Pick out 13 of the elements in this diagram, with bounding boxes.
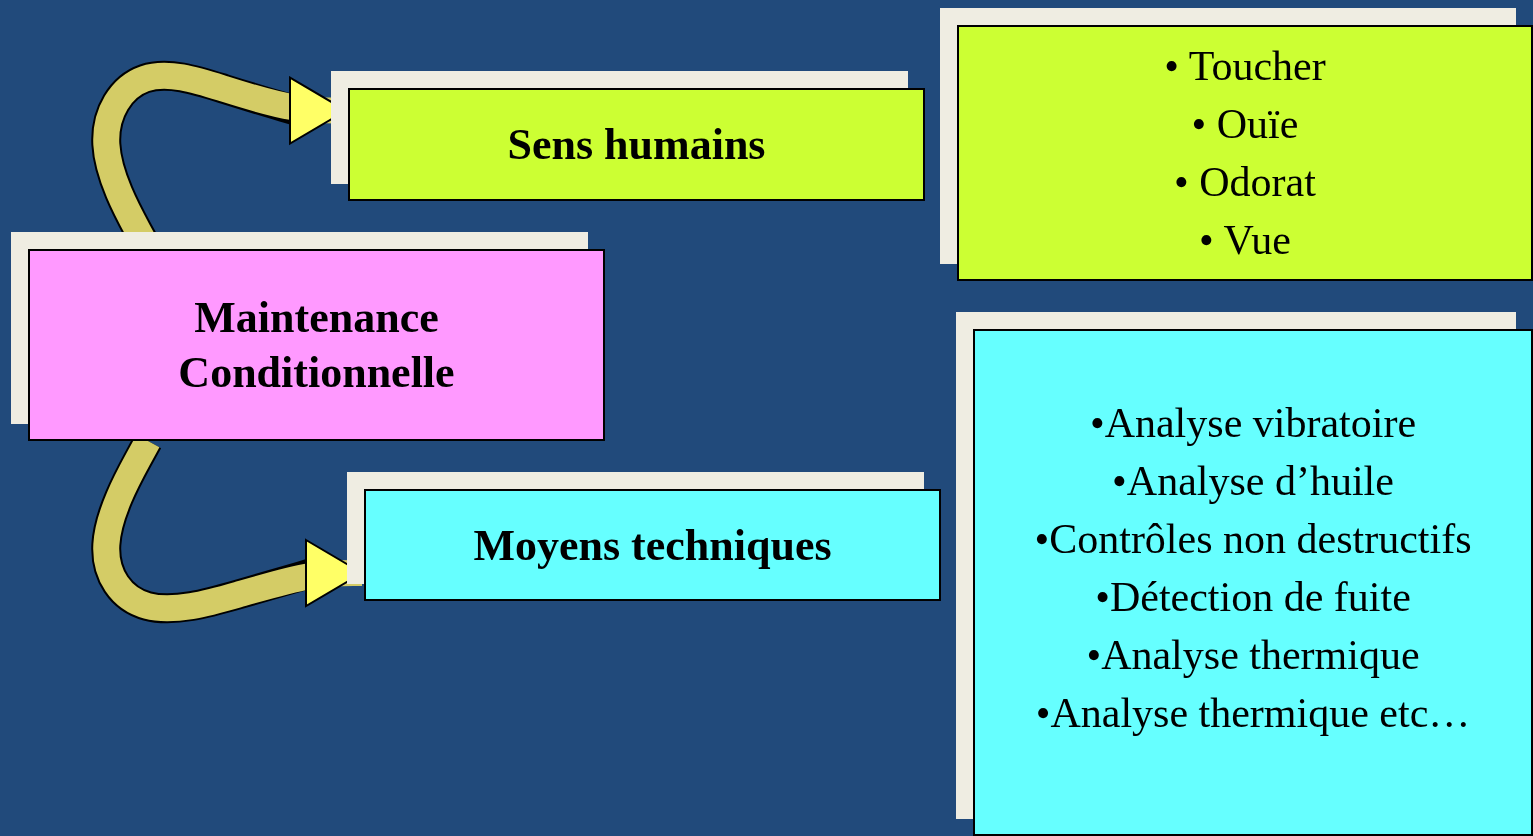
list-item: • Odorat: [1174, 158, 1316, 207]
list-item: • Ouïe: [1191, 100, 1299, 149]
box-title: Moyens techniques: [473, 519, 832, 572]
box-title: Sens humains: [507, 119, 766, 171]
list-item: •Contrôles non destructifs: [1034, 514, 1472, 564]
list-item: •Analyse vibratoire: [1089, 398, 1417, 448]
list-item: •Analyse d’huile: [1112, 456, 1394, 506]
list-item: •Détection de fuite: [1095, 572, 1411, 622]
box-title: Maintenance Conditionnelle: [177, 292, 456, 399]
list-item: •Analyse thermique etc…: [1035, 688, 1471, 738]
list-item: •Analyse thermique: [1086, 630, 1420, 680]
list-item: • Toucher: [1164, 42, 1326, 91]
list-item: • Vue: [1199, 216, 1291, 265]
